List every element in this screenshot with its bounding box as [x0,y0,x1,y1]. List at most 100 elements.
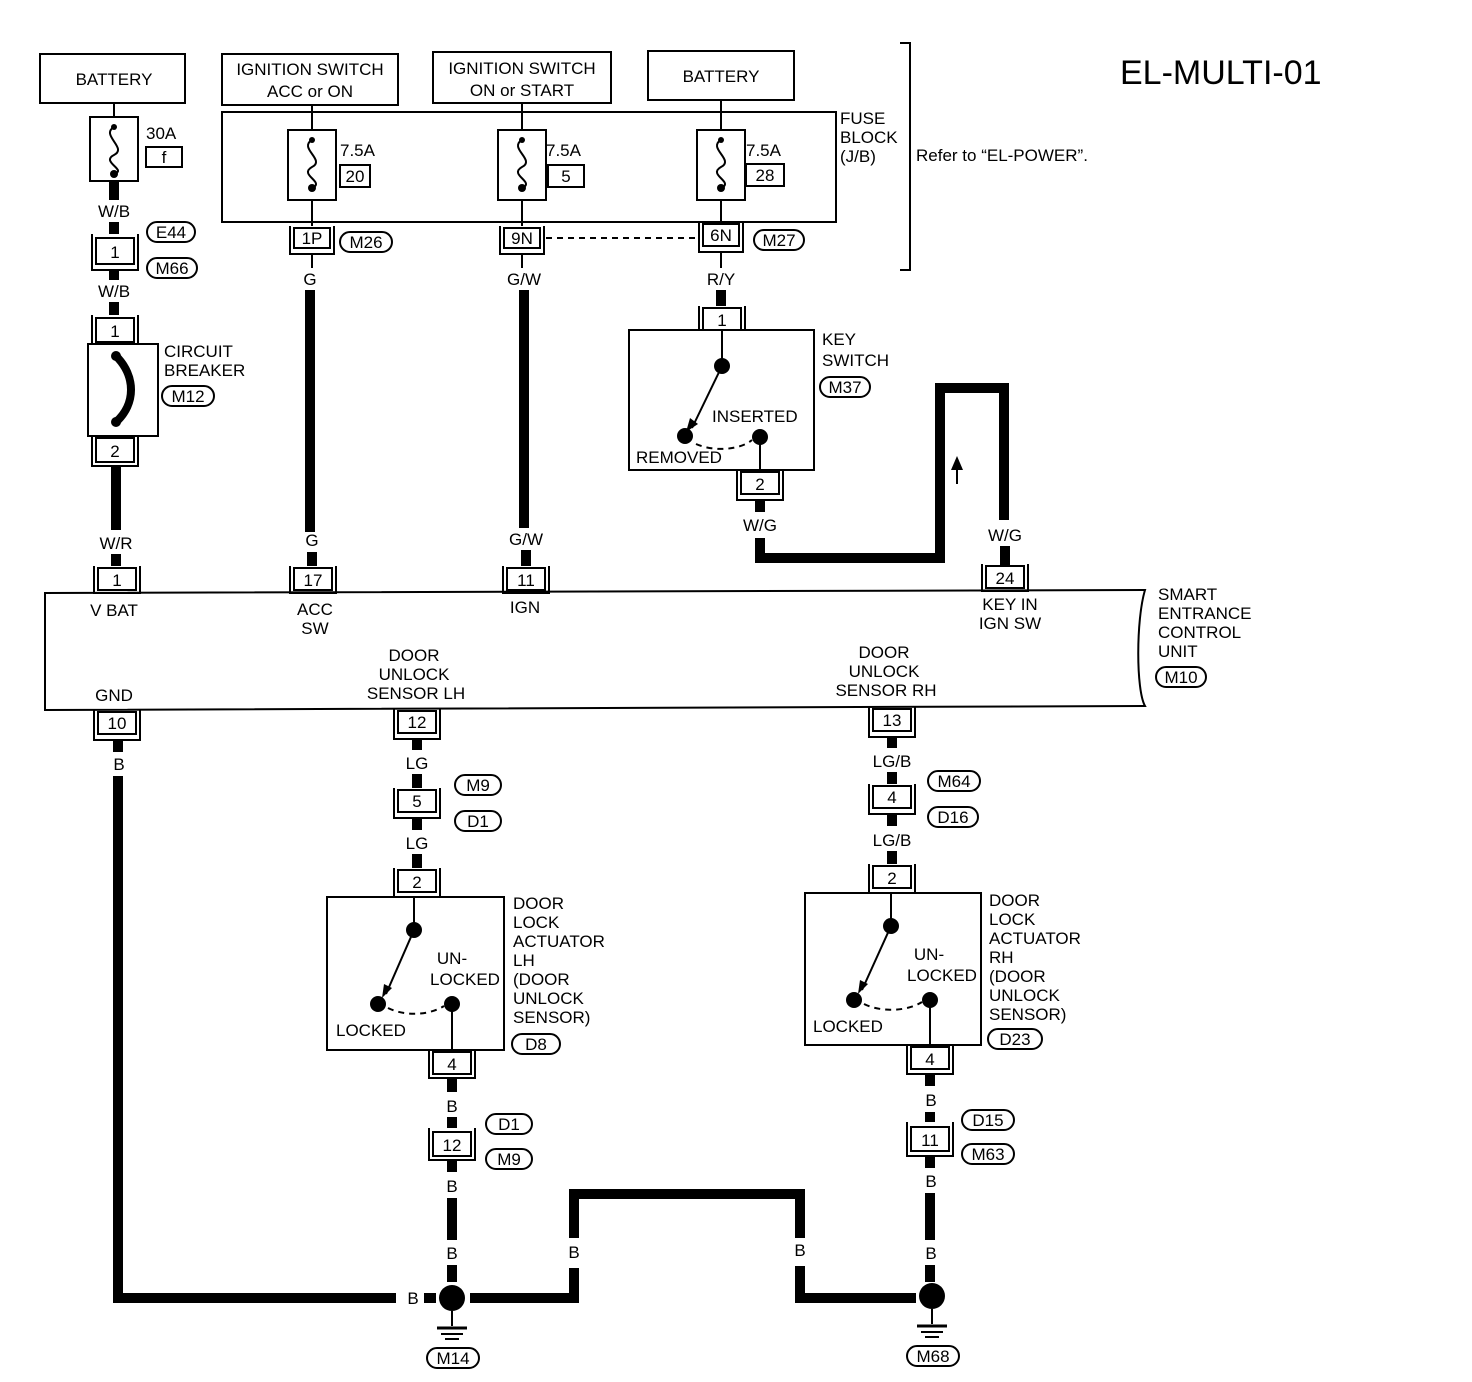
wire-gw-bottom: G/W [509,530,543,549]
lh-actuator-locked-contact [370,996,386,1012]
battery-right-box [647,50,795,101]
conn-m66: M66 [155,259,188,278]
ground-crossover-right [795,1266,916,1303]
wire-g-bottom: G [305,531,318,550]
conn-m12-badge [161,385,215,407]
breaker-pin-bottom: 2 [110,442,119,461]
battery-right-label: BATTERY [683,67,760,86]
rh-conn2-m63: M63 [971,1145,1004,1164]
wire-wg-unit: W/G [988,526,1022,545]
wire-wr: W/R [99,534,132,553]
main-fuse-number: f [162,148,167,167]
ignition-on-start-label-2: ON or START [470,81,574,100]
breaker-label-2: BREAKER [164,361,245,380]
circuit-breaker [87,315,159,467]
conn-e44-badge [146,221,196,243]
conn-m66-badge [146,257,198,279]
terminal-key-in-label-2: IGN SW [979,614,1041,633]
rh-actuator-locked-top: LOCKED [907,966,977,985]
lh-connector2-pin: 12 [443,1136,462,1155]
ground-m68-badge [906,1345,960,1367]
lh-wire-b-1: B [446,1097,457,1116]
ground-m14-badge [426,1347,480,1369]
wire-gnd [113,776,396,1303]
diagram-title: EL-MULTI-01 [1120,54,1322,92]
terminal-lh-label-1: DOOR [389,646,440,665]
terminal-acc-label-2: SW [301,619,328,638]
terminal-ign-pin: 11 [517,571,535,590]
ignition-acc-on-box [221,53,399,106]
terminal-vbat-label: V BAT [90,601,138,620]
rh-conn-d23: D23 [999,1030,1030,1049]
lh-conn2-m9: M9 [497,1150,521,1169]
ground-crossover-right-b: B [794,1241,805,1260]
lh-actuator-locked-top: LOCKED [430,970,500,989]
ground-crossover-left [470,1268,579,1303]
conn-m27-badge [753,229,805,251]
lh-wire-lg-2: LG [406,834,429,853]
battery-left-box [39,53,186,104]
rh-label-3: ACTUATOR [989,929,1081,948]
fuse-28-number-box [745,163,785,187]
rh-conn2-d15-badge [961,1109,1015,1131]
rh-connector2-pin: 11 [921,1131,939,1150]
rh-conn-m64-badge [927,770,981,792]
terminal-rh-label-3: SENSOR RH [835,681,936,700]
wire-gnd-join-b: B [407,1289,418,1308]
wire-gnd-b: B [113,755,124,774]
rh-actuator-locked: LOCKED [813,1017,883,1036]
lh-actuator-pin-top: 2 [412,873,421,892]
terminal-lh-pin: 12 [408,713,427,732]
rh-label-1: DOOR [989,891,1040,910]
rh-label-2: LOCK [989,910,1036,929]
conn-m37: M37 [828,378,861,397]
wire-wb-2: W/B [98,282,130,301]
rh-conn2-m63-badge [961,1143,1015,1165]
pin-6n: 6N [710,226,732,245]
rh-actuator-locked-contact [846,992,862,1008]
lh-label-7: SENSOR) [513,1008,590,1027]
terminal-lh-label-3: SENSOR LH [367,684,465,703]
rh-wire-lgb-2: LG/B [873,831,912,850]
terminal-rh-pin: 13 [883,711,902,730]
main-fuse [89,116,139,182]
rh-conn-d23-badge [987,1028,1043,1050]
terminal-rh-label-1: DOOR [859,643,910,662]
lh-wire-lg-1: LG [406,754,429,773]
lh-actuator-locked: LOCKED [336,1021,406,1040]
fuse-28-amps: 7.5A [746,141,782,160]
lh-wire-b-2: B [446,1177,457,1196]
rh-label-7: SENSOR) [989,1005,1066,1024]
terminal-lh-label-2: UNLOCK [379,665,451,684]
pin-9n: 9N [511,229,533,248]
terminal-vbat-pin: 1 [112,571,121,590]
conn-m10: M10 [1164,668,1197,687]
rh-conn-d16-badge [927,806,979,828]
lh-label-5: (DOOR [513,970,570,989]
fuse-20-number-box [339,164,371,188]
lh-ground-junction [439,1285,465,1311]
fuse-20-amps: 7.5A [340,141,376,160]
rh-label-5: (DOOR [989,967,1046,986]
main-fuse-amps: 30A [146,124,177,143]
breaker-pin-top: 1 [110,322,119,341]
connector-e44-m66-pin: 1 [110,243,119,262]
fuse-5-number-box [547,164,585,188]
lh-label-4: LH [513,951,535,970]
rh-actuator-un: UN- [914,945,944,964]
smart-entrance-control-unit [44,588,1147,712]
conn-m27: M27 [762,231,795,250]
lh-actuator-arm [385,929,415,995]
wire-wb-1: W/B [98,202,130,221]
unit-label-1: SMART [1158,585,1217,604]
fuse-28 [696,129,746,201]
terminal-key-in [981,564,1029,592]
terminal-key-in-pin: 24 [996,569,1015,588]
rh-conn-m64: M64 [937,772,970,791]
ground-crossover-top [569,1189,805,1238]
lh-conn2-d1-badge [485,1113,533,1135]
rh-conn-d16: D16 [937,808,968,827]
key-switch-removed-contact [677,428,693,444]
terminal-key-in-label-1: KEY IN [982,595,1037,614]
terminal-gnd-label: GND [95,686,133,705]
